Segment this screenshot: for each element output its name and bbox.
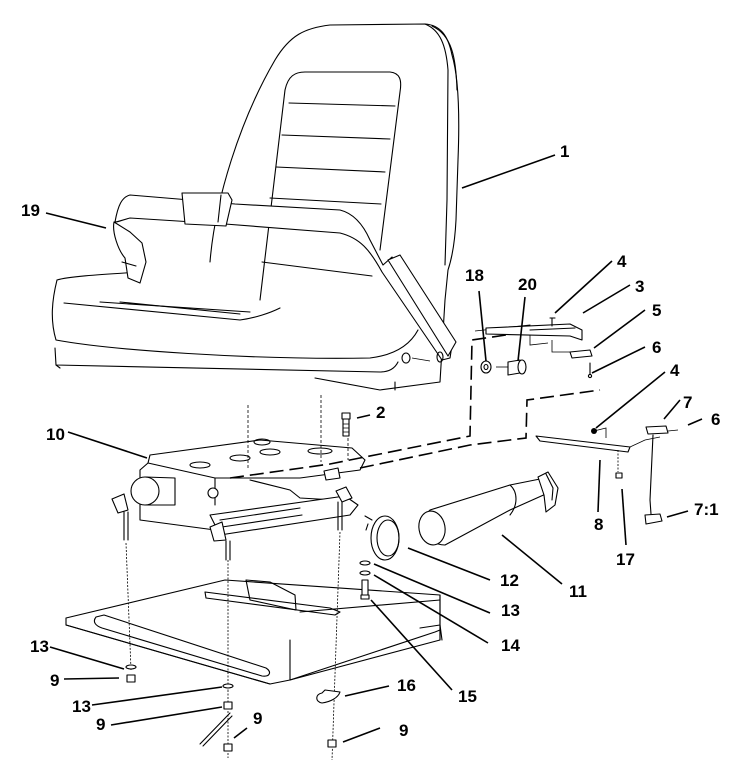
switch-bracket-hardware <box>480 317 679 525</box>
callout-13: 13 <box>501 601 520 620</box>
callout-leader-lines <box>45 154 703 743</box>
seat-part <box>51 23 460 391</box>
callout-6: 6 <box>652 338 662 357</box>
seat-belt-part <box>113 192 457 363</box>
callout-14: 14 <box>501 636 520 655</box>
nut-washer-hardware <box>125 664 341 752</box>
manual-tube-part <box>418 471 559 546</box>
callout-1: 1 <box>560 142 570 161</box>
callout-17: 17 <box>616 550 635 569</box>
callout-9: 9 <box>253 709 263 728</box>
callout-15: 15 <box>458 687 477 706</box>
callout-6: 6 <box>711 410 721 429</box>
callout-9: 9 <box>96 715 106 734</box>
callout-13: 13 <box>30 637 49 656</box>
callout-4: 4 <box>670 361 680 380</box>
callout-12: 12 <box>500 571 519 590</box>
callout-8: 8 <box>594 515 604 534</box>
callout-16: 16 <box>397 676 416 695</box>
callout-3: 3 <box>635 277 645 296</box>
callout-9: 9 <box>399 721 409 740</box>
callout-2: 2 <box>376 403 386 422</box>
callout-10: 10 <box>46 425 65 444</box>
bolt-2-part <box>341 412 351 437</box>
assembly-axis-lines <box>125 324 601 761</box>
callout-9: 9 <box>50 671 60 690</box>
callout-5: 5 <box>652 301 662 320</box>
callout-11: 11 <box>569 582 587 601</box>
callout-18: 18 <box>465 266 484 285</box>
callout-7-1: 7:1 <box>694 500 719 519</box>
callout-13: 13 <box>72 697 91 716</box>
clamp-part <box>364 515 400 561</box>
callout-19: 19 <box>21 201 40 220</box>
callout-7: 7 <box>683 393 693 412</box>
seat-suspension-part <box>111 438 366 561</box>
washer-screw-stack <box>359 560 371 600</box>
callout-20: 20 <box>518 275 537 294</box>
base-plate-part <box>65 579 443 685</box>
callout-4: 4 <box>617 252 627 271</box>
